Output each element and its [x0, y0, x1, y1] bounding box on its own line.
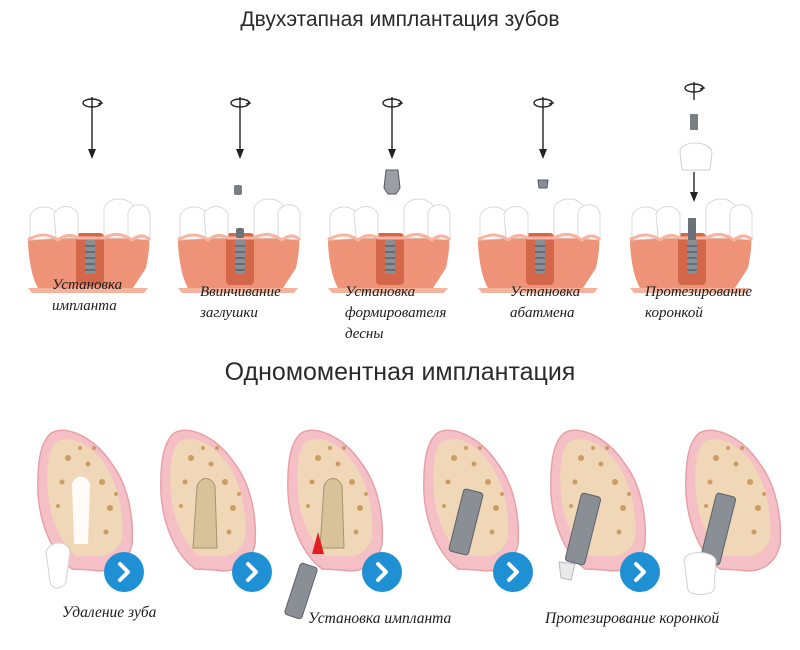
extraction-diagram — [37, 429, 134, 589]
two-stage-illustrations — [26, 82, 754, 295]
caption-implant-install: Установка импланта — [308, 610, 452, 627]
step-3-caption: Установка формирователя десны — [345, 284, 447, 342]
crown-diagram — [683, 429, 782, 595]
chevron-right-icon — [493, 552, 533, 592]
chevron-right-icon — [362, 552, 402, 592]
step-3-diagram — [326, 197, 452, 295]
rotate-down-arrow-icon — [382, 97, 403, 159]
rotate-down-arrow-icon — [82, 97, 103, 159]
step-5-diagram — [628, 197, 754, 295]
caption-extraction: Удаление зуба — [62, 604, 157, 621]
rotate-down-arrow-icon — [230, 97, 251, 159]
step-4-diagram — [476, 197, 602, 295]
step-5-caption: Протезирование коронкой — [645, 284, 752, 321]
chevron-right-icon — [620, 552, 660, 592]
step-4-caption: Установка абатмена — [510, 284, 581, 321]
socket-diagram — [160, 429, 257, 572]
step-2-diagram — [176, 197, 302, 295]
one-stage-illustrations — [37, 429, 782, 620]
caption-crown: Протезирование коронкой — [545, 610, 720, 627]
one-stage-title: Одномоментная имплантация — [224, 358, 576, 386]
abutment-diagram — [550, 429, 647, 581]
implant-placed-diagram — [423, 429, 520, 572]
insertion-diagram — [284, 429, 384, 620]
step-2-caption: Ввинчивание заглушки — [200, 284, 281, 321]
rotate-down-arrow-icon — [533, 97, 554, 159]
two-stage-title: Двухэтапная имплантация зубов — [240, 8, 560, 31]
rotate-down-arrow-icon — [684, 82, 705, 100]
step-1-caption: Установка импланта — [52, 277, 123, 314]
chevron-right-icon — [232, 552, 272, 592]
chevron-right-icon — [104, 552, 144, 592]
